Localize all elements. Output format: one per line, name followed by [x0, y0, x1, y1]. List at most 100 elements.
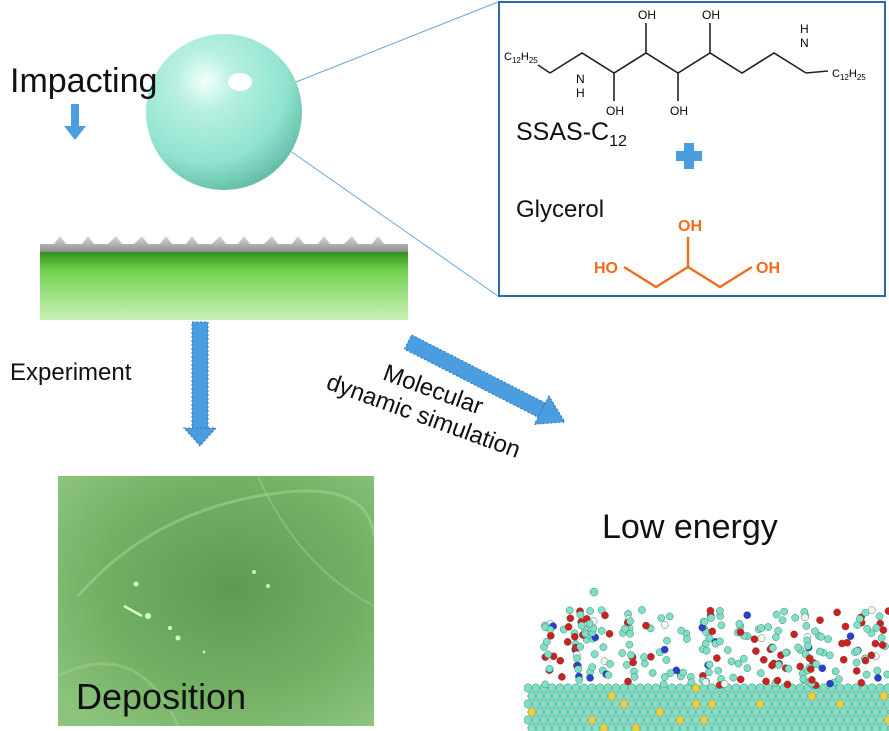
atom	[884, 607, 889, 615]
atom	[546, 632, 555, 640]
atom	[735, 691, 745, 701]
plus-icon	[676, 143, 702, 169]
atom	[764, 623, 772, 631]
atom	[815, 691, 825, 701]
atom	[756, 669, 765, 677]
atom	[647, 707, 657, 717]
atom	[706, 606, 715, 615]
atom	[591, 707, 601, 717]
atom	[677, 626, 686, 635]
atom	[703, 691, 713, 701]
atom	[883, 683, 889, 693]
atom	[803, 699, 813, 709]
atom	[835, 715, 845, 725]
atom	[667, 683, 677, 693]
atom	[671, 707, 681, 717]
atom	[559, 707, 569, 717]
atom	[859, 699, 869, 709]
atom	[755, 699, 765, 709]
atom	[775, 691, 785, 701]
atom	[527, 691, 537, 701]
atom	[713, 654, 721, 662]
atom	[566, 614, 575, 623]
atom	[691, 715, 701, 725]
atom	[862, 670, 871, 679]
atom	[763, 699, 773, 709]
atom	[631, 691, 641, 701]
atom	[524, 699, 533, 709]
atom	[571, 633, 579, 641]
atom	[847, 691, 857, 701]
atom	[859, 715, 869, 725]
atom	[719, 691, 729, 701]
atom	[576, 610, 585, 619]
atom	[727, 657, 736, 666]
atom	[731, 715, 741, 725]
atom	[679, 691, 689, 701]
atom	[771, 699, 781, 709]
c12h25-left: C12H25	[504, 51, 538, 65]
atom	[818, 664, 827, 673]
atom	[772, 610, 781, 619]
atom	[808, 676, 816, 684]
atom	[719, 723, 729, 731]
atom	[660, 621, 669, 629]
atom	[563, 683, 573, 693]
atom	[556, 656, 565, 665]
atom	[743, 664, 752, 672]
atom	[715, 715, 725, 725]
atom	[606, 660, 614, 668]
atom	[747, 715, 757, 725]
atom	[867, 699, 877, 709]
atom	[795, 699, 805, 709]
atom	[757, 634, 766, 643]
atom	[735, 620, 744, 628]
atom	[835, 699, 845, 709]
atom	[787, 699, 797, 709]
atom	[875, 699, 885, 709]
atom	[711, 723, 721, 731]
atom	[591, 691, 601, 701]
atom	[563, 699, 573, 709]
atom	[611, 699, 621, 709]
atom	[863, 625, 871, 633]
atom	[812, 660, 820, 668]
atom	[847, 707, 857, 717]
atom	[743, 723, 753, 731]
substrate	[40, 236, 408, 320]
atom	[799, 707, 809, 717]
atom	[571, 715, 581, 725]
atom	[663, 636, 671, 645]
atom	[671, 691, 681, 701]
atom	[831, 691, 841, 701]
atom	[720, 680, 729, 688]
atom	[579, 683, 589, 693]
atom	[794, 643, 802, 652]
atom	[875, 612, 884, 621]
atom	[707, 699, 717, 709]
atom	[695, 691, 705, 701]
atom	[762, 677, 770, 686]
atom	[683, 635, 691, 643]
h-left: H	[576, 86, 585, 100]
atom	[817, 633, 825, 641]
atom	[640, 653, 648, 661]
atom	[735, 723, 745, 731]
atom	[716, 637, 724, 646]
atom	[826, 679, 834, 688]
atom	[816, 616, 824, 625]
atom	[539, 699, 549, 709]
atom	[611, 715, 621, 725]
atom	[791, 707, 801, 717]
atom	[585, 619, 594, 628]
atom	[879, 626, 888, 634]
atom	[841, 622, 850, 631]
atom	[839, 707, 849, 717]
atom	[815, 647, 824, 656]
atom	[531, 715, 541, 725]
atom	[759, 656, 768, 664]
atom	[615, 707, 625, 717]
atom	[687, 678, 696, 687]
experiment-arrow	[182, 321, 218, 447]
substrate-texture	[40, 236, 408, 252]
